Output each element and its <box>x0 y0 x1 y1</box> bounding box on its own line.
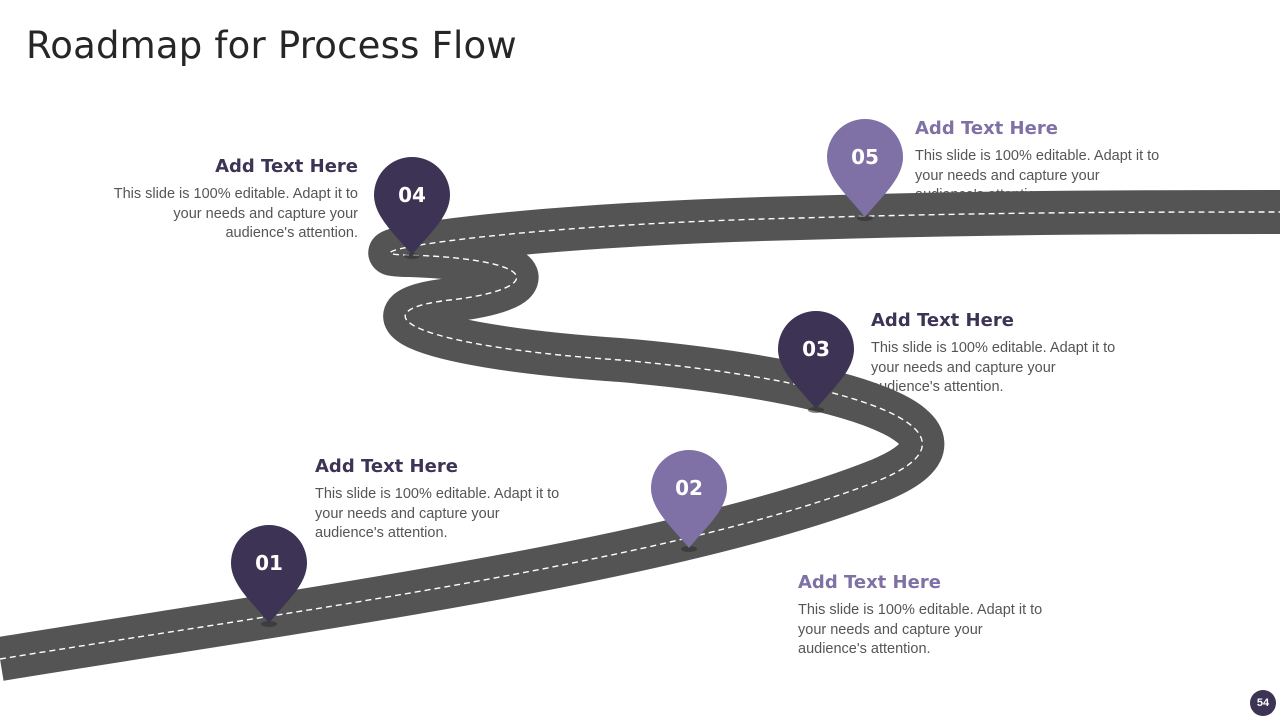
map-pin-01: 01 <box>231 525 307 627</box>
step-05-text: Add Text Here This slide is 100% editabl… <box>915 118 1165 206</box>
pin-number: 05 <box>851 145 879 169</box>
pin-number: 02 <box>675 476 703 500</box>
step-heading: Add Text Here <box>871 310 1014 331</box>
step-heading: Add Text Here <box>915 118 1058 139</box>
pin-number: 03 <box>802 337 830 361</box>
road-lane-marking <box>0 211 1280 660</box>
step-02-text: Add Text Here This slide is 100% editabl… <box>798 572 1048 660</box>
page-number-badge: 54 <box>1250 690 1276 716</box>
map-pin-03: 03 <box>778 311 854 413</box>
step-heading: Add Text Here <box>315 456 458 477</box>
step-body: This slide is 100% editable. Adapt it to… <box>315 486 560 541</box>
step-body: This slide is 100% editable. Adapt it to… <box>915 148 1160 203</box>
map-pin-02: 02 <box>651 450 727 552</box>
step-body: This slide is 100% editable. Adapt it to… <box>113 186 358 241</box>
step-03-text: Add Text Here This slide is 100% editabl… <box>871 310 1121 398</box>
pin-number: 04 <box>398 183 426 207</box>
step-01-text: Add Text Here This slide is 100% editabl… <box>315 456 565 544</box>
step-heading: Add Text Here <box>215 156 358 177</box>
step-body: This slide is 100% editable. Adapt it to… <box>871 340 1116 395</box>
road <box>0 190 1280 681</box>
map-pin-05: 05 <box>827 119 903 221</box>
pin-number: 01 <box>255 551 283 575</box>
step-04-text: Add Text Here This slide is 100% editabl… <box>108 156 358 244</box>
step-heading: Add Text Here <box>798 572 941 593</box>
slide-title: Roadmap for Process Flow <box>26 24 517 67</box>
map-pin-04: 04 <box>374 157 450 259</box>
step-body: This slide is 100% editable. Adapt it to… <box>798 602 1043 657</box>
